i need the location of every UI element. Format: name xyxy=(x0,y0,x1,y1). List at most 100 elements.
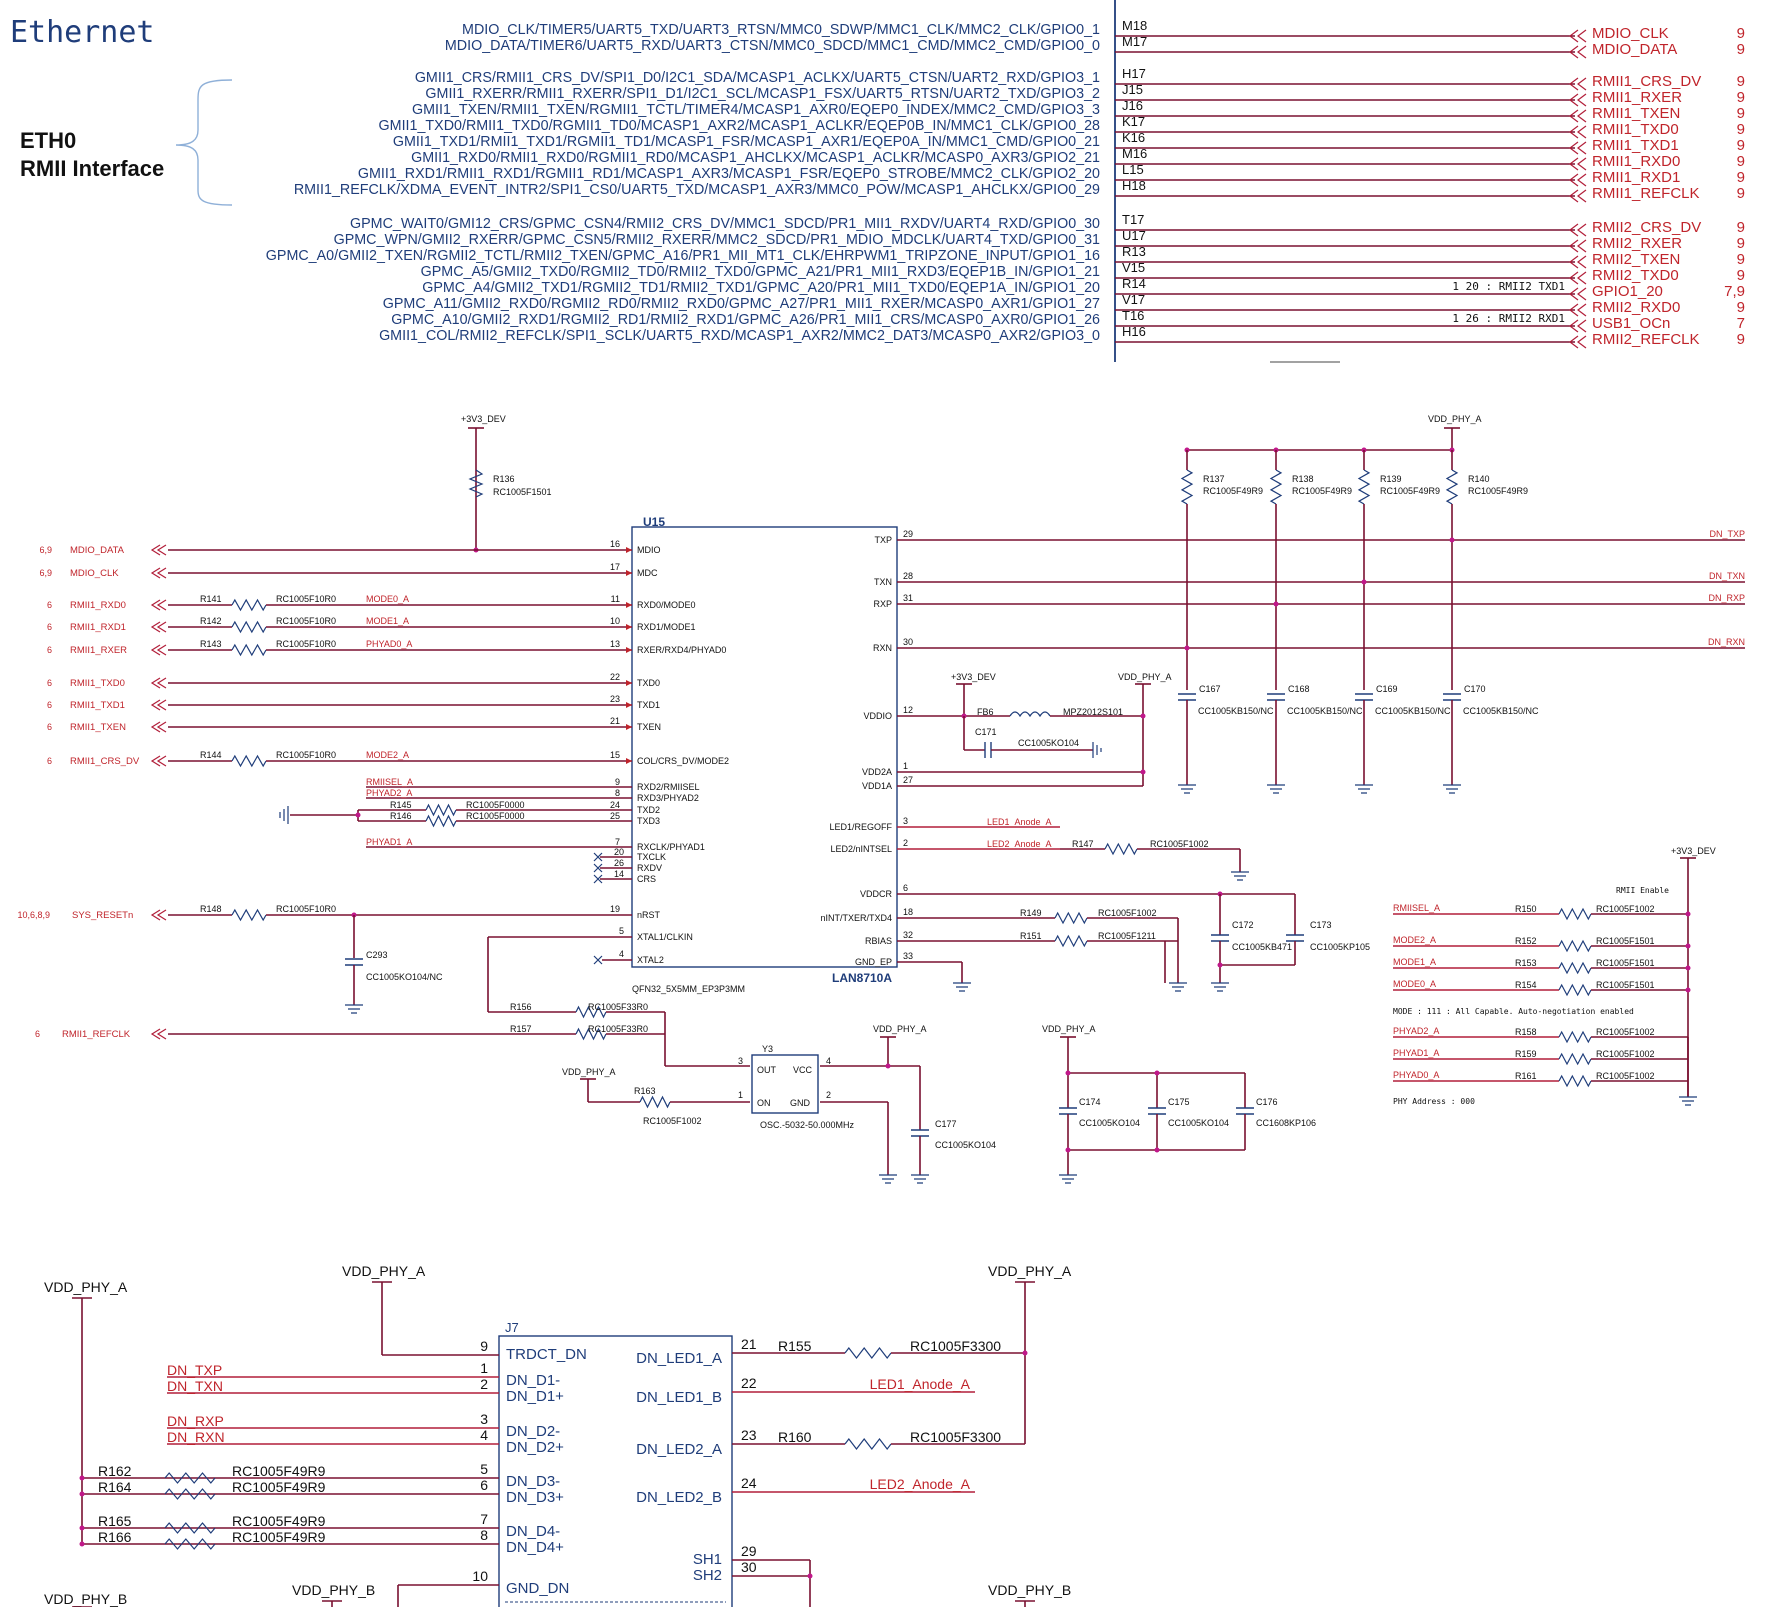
net-name: DN_RXN xyxy=(167,1429,225,1445)
page-ref: 6 xyxy=(47,722,52,732)
ball-id: R14 xyxy=(1122,276,1146,291)
pin-number: 3 xyxy=(480,1411,488,1427)
ball-id: M16 xyxy=(1122,146,1147,161)
junction xyxy=(1140,769,1146,775)
capacitor-ref: C177 xyxy=(935,1119,957,1129)
page-ref: 9 xyxy=(1737,137,1745,154)
pin-number: 21 xyxy=(610,716,620,726)
resistor-symbol xyxy=(844,1438,892,1450)
capacitor-value: CC1005KO104 xyxy=(1079,1118,1140,1128)
resistor-ref: R149 xyxy=(1020,908,1042,918)
ball-id: K17 xyxy=(1122,114,1145,129)
page-ref: 9 xyxy=(1737,153,1745,170)
junction xyxy=(355,812,361,818)
ball-id: T16 xyxy=(1122,308,1144,323)
net-name: DN_TXN xyxy=(1709,571,1745,581)
page-ref: 9 xyxy=(1737,121,1745,138)
u15-part: LAN8710A xyxy=(832,971,892,985)
junction xyxy=(1361,579,1367,585)
gnd-symbol xyxy=(1169,982,1187,992)
net-name: DN_TXN xyxy=(167,1378,223,1394)
net-name: USB1_OCn xyxy=(1592,315,1670,332)
pin-number: 12 xyxy=(903,705,913,715)
resistor-value: RC1005F1002 xyxy=(1596,1071,1655,1081)
resistor-value: RC1005F10R0 xyxy=(276,594,336,604)
resistor-symbol xyxy=(231,598,267,612)
pin-name: VDDCR xyxy=(860,889,893,899)
junction xyxy=(1273,601,1279,607)
osc-ref: Y3 xyxy=(762,1044,773,1054)
rail-vddphy-left: VDD_PHY_A xyxy=(44,1279,128,1295)
resistor-ref: R157 xyxy=(510,1024,532,1034)
pin-number: 16 xyxy=(610,539,620,549)
pin-number: 4 xyxy=(826,1056,831,1066)
rail-vddphyb-right: VDD_PHY_B xyxy=(988,1582,1071,1598)
offpage-connector xyxy=(1569,223,1587,237)
osc-pin-gnd: GND xyxy=(790,1098,811,1108)
page-ref: 9 xyxy=(1737,73,1745,90)
resistor-ref: R150 xyxy=(1515,904,1537,914)
pin-number: 28 xyxy=(903,571,913,581)
pin-number: 24 xyxy=(741,1475,757,1491)
pin-name: SH2 xyxy=(693,1567,722,1584)
resistor-ref: R153 xyxy=(1515,958,1537,968)
capacitor-value: CC1005KO104 xyxy=(935,1140,996,1150)
mux-function-label: GMII1_RXD1/RMII1_RXD1/RGMII1_RD1/MCASP1_… xyxy=(358,166,1100,182)
pin-name: DN_D4+ xyxy=(506,1539,564,1556)
resistor-symbol xyxy=(639,1095,671,1109)
no-connect-mark xyxy=(593,852,603,862)
resistor-symbol xyxy=(575,1027,607,1041)
r136-symbol xyxy=(468,469,484,498)
capacitor-ref: C172 xyxy=(1232,920,1254,930)
net-name: LED2_Anode_A xyxy=(870,1476,971,1492)
mux-function-label: GPMC_WPN/GMII2_RXERR/GPMC_CSN5/RMII2_RXE… xyxy=(334,232,1100,248)
strap-net: PHYAD0_A xyxy=(366,639,412,649)
resistor-ref: R138 xyxy=(1292,474,1314,484)
resistor-ref: R147 xyxy=(1072,839,1094,849)
resistor-value: RC1005F33R0 xyxy=(588,1024,648,1034)
offpage-connector xyxy=(150,1028,167,1040)
strap-net: PHYAD1_A xyxy=(1393,1048,1439,1058)
pin-name: TXD2 xyxy=(637,805,660,815)
net-name: RMII1_CRS_DV xyxy=(1592,73,1701,90)
phy-section: U15 LAN8710A QFN32_5X5MM_EP3P3MM +3V3_DE… xyxy=(17,414,1745,1184)
pin-name: GND_DN xyxy=(506,1580,569,1597)
resistor-symbol xyxy=(575,1005,607,1019)
offpage-connector xyxy=(1569,45,1587,59)
pin-number: 10 xyxy=(610,616,620,626)
junction xyxy=(1685,965,1691,971)
resistor-ref: R164 xyxy=(98,1479,132,1495)
pin-number: 26 xyxy=(614,858,624,868)
page-ref: 9 xyxy=(1737,185,1745,202)
resistor-value: RC1005F0000 xyxy=(466,800,525,810)
ball-id: V15 xyxy=(1122,260,1145,275)
gnd-symbol xyxy=(953,982,971,992)
junction xyxy=(1154,1147,1160,1153)
pin-number: 4 xyxy=(619,949,624,959)
pin-number: 22 xyxy=(610,672,620,682)
j7-ref: J7 xyxy=(505,1320,519,1335)
pin-arrow xyxy=(626,680,632,686)
pin-name: VDD1A xyxy=(862,781,892,791)
osc-value: OSC.-5032-50.000MHz xyxy=(760,1120,855,1130)
pin-number: 29 xyxy=(741,1543,757,1559)
resistor-value: RC1005F10R0 xyxy=(276,616,336,626)
mux-function-label: RMII1_REFCLK/XDMA_EVENT_INTR2/SPI1_CS0/U… xyxy=(294,182,1100,198)
junction xyxy=(1065,1147,1071,1153)
pin-name: TXD1 xyxy=(637,700,660,710)
page-ref: 9 xyxy=(1737,105,1745,122)
net-name: MDIO_CLK xyxy=(1592,25,1669,42)
net-name: RMII1_RXD1 xyxy=(70,622,126,633)
mux-function-label: GPMC_A11/GMII2_RXD0/RGMII2_RD0/RMII2_RXD… xyxy=(383,296,1100,312)
pin-number: 17 xyxy=(610,562,620,572)
resistor-value: RC1005F10R0 xyxy=(276,639,336,649)
resistor-value: RC1005F49R9 xyxy=(1468,486,1528,496)
resistor-value: RC1005F3300 xyxy=(910,1338,1001,1354)
pin-arrow xyxy=(626,702,632,708)
offpage-connector xyxy=(1569,287,1587,301)
pin-arrow xyxy=(626,624,632,630)
gnd-symbol xyxy=(879,1174,897,1184)
